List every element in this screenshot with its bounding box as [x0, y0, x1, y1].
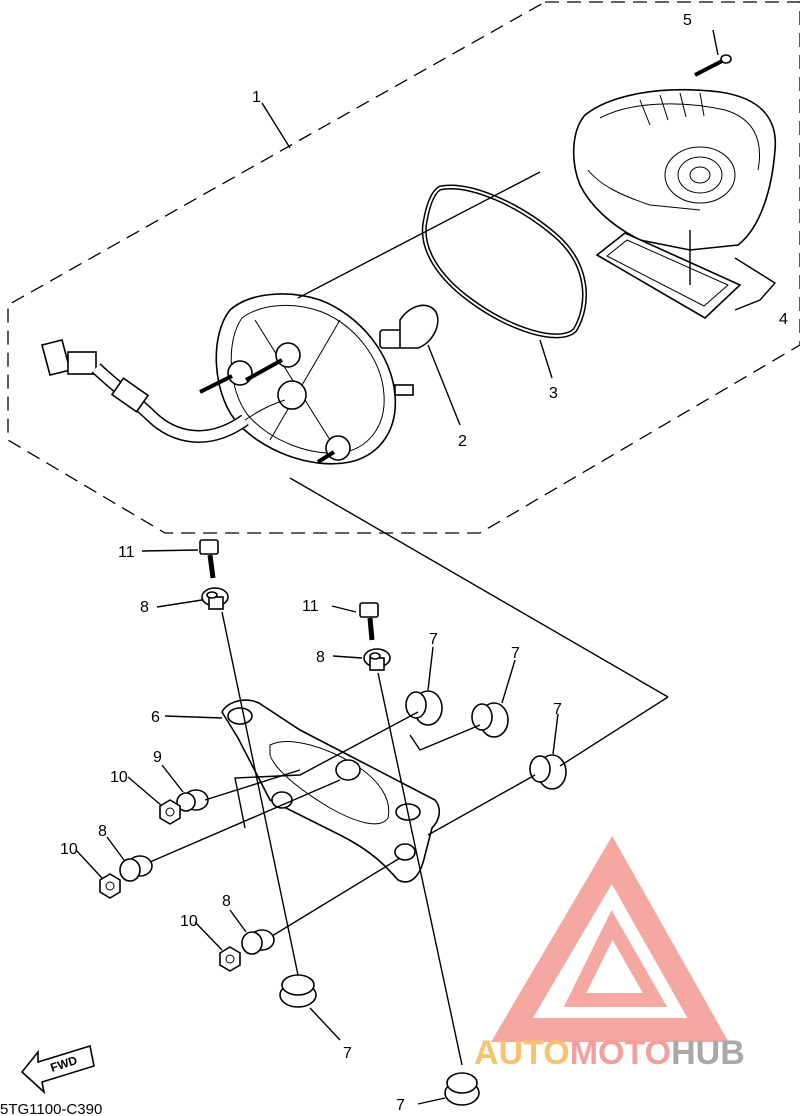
grommet-part-e [444, 1072, 480, 1106]
bulb-part [379, 304, 439, 349]
callout-8a: 8 [140, 599, 149, 616]
nut-part-a [159, 799, 181, 825]
collar-part-a [201, 587, 229, 610]
callout-5: 5 [683, 12, 692, 29]
watermark-logo: AUTOMOTOHUB [474, 835, 745, 1072]
callout-7d: 7 [343, 1045, 352, 1062]
nut-part-c [219, 946, 241, 972]
grommet-part-c [529, 754, 567, 790]
callout-10c: 10 [180, 913, 198, 930]
callout-10a: 10 [110, 769, 128, 786]
collar-part-e [241, 929, 275, 955]
callout-6: 6 [151, 709, 160, 726]
callout-8b: 8 [316, 649, 325, 666]
callout-7b: 7 [511, 645, 520, 662]
callout-11b: 11 [302, 598, 319, 615]
callout-2: 2 [458, 433, 467, 450]
callout-11a: 11 [118, 544, 135, 561]
watermark-text: AUTOMOTOHUB [474, 1034, 745, 1072]
callout-7e: 7 [396, 1097, 405, 1114]
collar-part-c [176, 789, 209, 812]
callout-9: 9 [153, 749, 162, 766]
collar-part-d [119, 855, 153, 882]
lens-part [572, 89, 777, 319]
callout-3: 3 [549, 385, 558, 402]
callout-10b: 10 [60, 841, 78, 858]
collar-part-b [363, 648, 391, 671]
housing-part [41, 293, 414, 465]
callout-4: 4 [779, 311, 788, 328]
bolt-part-a [199, 539, 219, 579]
grommet-part-b [471, 702, 509, 738]
screw-part [694, 54, 732, 77]
gasket-part [421, 184, 587, 339]
callout-7a: 7 [429, 631, 438, 648]
fwd-arrow-icon: FWD [20, 1044, 95, 1095]
callout-8c: 8 [98, 823, 107, 840]
bolt-part-b [359, 602, 379, 641]
bracket-part [221, 699, 441, 883]
nut-part-b [99, 873, 121, 899]
callout-8d: 8 [222, 893, 231, 910]
drawing-code: 5TG1100-C390 [0, 1101, 102, 1116]
callout-1: 1 [252, 89, 261, 106]
assembly-boundary [7, 1, 800, 534]
grommet-part-d [279, 974, 317, 1008]
grommet-part-a [405, 690, 443, 726]
callout-7c: 7 [553, 701, 562, 718]
